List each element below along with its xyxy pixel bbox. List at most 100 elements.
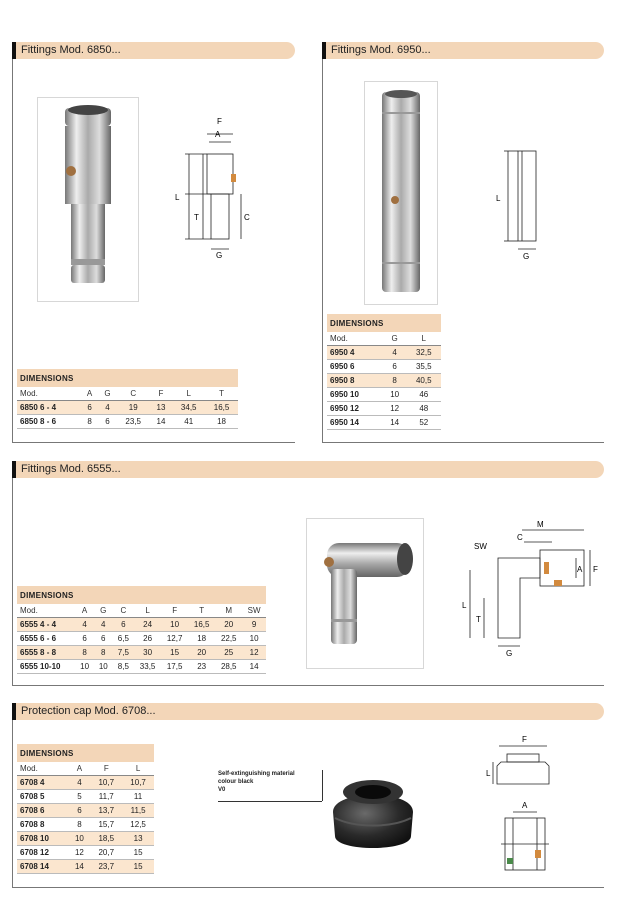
cell: 10 bbox=[242, 631, 266, 646]
col-header: A bbox=[80, 387, 99, 401]
cell: 13 bbox=[149, 400, 173, 415]
cell: 20 bbox=[215, 617, 243, 632]
cell: 6950 6 bbox=[327, 359, 383, 374]
dim-label-L: L bbox=[462, 601, 467, 610]
dim-label-A: A bbox=[215, 130, 221, 139]
divider bbox=[322, 59, 323, 442]
dim-label-T: T bbox=[194, 213, 199, 222]
col-header: L bbox=[172, 387, 206, 401]
table-row: 6950 4 4 32,5 bbox=[327, 345, 441, 360]
dim-label-T: T bbox=[476, 615, 481, 624]
table-row: 6950 10 10 46 bbox=[327, 387, 441, 402]
cell: 14 bbox=[242, 659, 266, 674]
cell: 23 bbox=[188, 659, 216, 674]
callout-line bbox=[322, 770, 323, 801]
cell: 6555 8 - 8 bbox=[17, 645, 76, 660]
product-photo-6555 bbox=[306, 518, 424, 669]
cell: 15,7 bbox=[90, 817, 123, 832]
cell: 40,5 bbox=[406, 373, 441, 388]
cell: 52 bbox=[406, 415, 441, 430]
cell: 6708 6 bbox=[17, 803, 69, 818]
cell: 15 bbox=[122, 845, 154, 860]
cell: 16,5 bbox=[205, 400, 238, 415]
cell: 6 bbox=[112, 617, 135, 632]
col-header: G bbox=[98, 387, 117, 401]
cell: 6708 14 bbox=[17, 859, 69, 874]
cell: 26 bbox=[134, 631, 162, 646]
cell: 6 bbox=[75, 631, 94, 646]
dim-label-G: G bbox=[506, 649, 512, 658]
col-header: Mod. bbox=[327, 332, 383, 346]
table-row: 6708 14 14 23,7 15 bbox=[17, 859, 154, 874]
table-row: 6950 8 8 40,5 bbox=[327, 373, 441, 388]
cell: 6850 8 - 6 bbox=[17, 414, 81, 429]
cell: 10 bbox=[93, 659, 113, 674]
dim-label-L: L bbox=[486, 769, 491, 778]
cell: 10 bbox=[75, 659, 94, 674]
cell: 8 bbox=[80, 414, 99, 429]
section-title-text: Fittings Mod. 6555... bbox=[21, 463, 121, 475]
table-row: 6850 8 - 6 8 6 23,5 14 41 18 bbox=[17, 414, 238, 429]
cell: 12,5 bbox=[122, 817, 154, 832]
dim-label-C: C bbox=[244, 213, 250, 222]
cell: 34,5 bbox=[172, 400, 206, 415]
cell: 18,5 bbox=[90, 831, 123, 846]
cell: 12 bbox=[382, 401, 407, 416]
cell: 8 bbox=[68, 817, 91, 832]
col-header: L bbox=[134, 604, 162, 618]
cell: 20 bbox=[188, 645, 216, 660]
dim-label-F: F bbox=[593, 565, 598, 574]
cell: 28,5 bbox=[215, 659, 243, 674]
dim-label-G: G bbox=[523, 252, 529, 261]
cell: 4 bbox=[382, 345, 407, 360]
table-row: 6950 14 14 52 bbox=[327, 415, 441, 430]
section-title-6950: Fittings Mod. 6950... bbox=[322, 42, 604, 59]
table-row: 6850 6 - 4 6 4 19 13 34,5 16,5 bbox=[17, 400, 238, 415]
cell: 8,5 bbox=[112, 659, 135, 674]
dim-label-F: F bbox=[522, 735, 527, 744]
divider bbox=[12, 685, 604, 686]
cell: 14 bbox=[68, 859, 91, 874]
col-header: C bbox=[116, 387, 150, 401]
cell: 13,7 bbox=[90, 803, 123, 818]
cell: 6950 4 bbox=[327, 345, 383, 360]
cell: 4 bbox=[68, 775, 91, 790]
cell: 23,7 bbox=[90, 859, 123, 874]
cell: 16,5 bbox=[188, 617, 216, 632]
cell: 6555 6 - 6 bbox=[17, 631, 76, 646]
cell: 11,5 bbox=[122, 803, 154, 818]
dim-label-A: A bbox=[522, 801, 528, 810]
cell: 10 bbox=[68, 831, 91, 846]
dimensions-table-6950: DIMENSIONS Mod. G L 6950 4 4 32,5 6950 6… bbox=[327, 314, 441, 430]
cell: 6555 10-10 bbox=[17, 659, 76, 674]
divider bbox=[322, 442, 604, 443]
dim-label-L: L bbox=[175, 193, 180, 202]
fitting-6950-image bbox=[382, 90, 420, 292]
section-title-text: Fittings Mod. 6950... bbox=[331, 44, 431, 56]
protection-cap-image bbox=[333, 780, 413, 848]
cell: 23,5 bbox=[116, 414, 150, 429]
cell: 6708 8 bbox=[17, 817, 69, 832]
cell: 12 bbox=[242, 645, 266, 660]
cell: 35,5 bbox=[406, 359, 441, 374]
col-header: Mod. bbox=[17, 387, 81, 401]
cell: 8 bbox=[382, 373, 407, 388]
cell: 18 bbox=[205, 414, 238, 429]
technical-drawing-6708: F L A bbox=[485, 732, 565, 882]
dimensions-table-6708: DIMENSIONS Mod. A F L 6708 4 4 10,7 10,7… bbox=[17, 744, 154, 874]
cell: 6950 12 bbox=[327, 401, 383, 416]
table-header: DIMENSIONS bbox=[17, 744, 154, 762]
cell: 9 bbox=[242, 617, 266, 632]
note-line: V0 bbox=[218, 787, 226, 793]
cell: 6850 6 - 4 bbox=[17, 400, 81, 415]
col-header: T bbox=[205, 387, 238, 401]
cell: 6 bbox=[98, 414, 117, 429]
cell: 30 bbox=[134, 645, 162, 660]
cell: 14 bbox=[149, 414, 173, 429]
product-photo-6950 bbox=[364, 81, 438, 305]
divider bbox=[12, 442, 295, 443]
cell: 41 bbox=[172, 414, 206, 429]
col-header: L bbox=[406, 332, 441, 346]
cell: 10,7 bbox=[90, 775, 123, 790]
col-header: C bbox=[112, 604, 135, 618]
